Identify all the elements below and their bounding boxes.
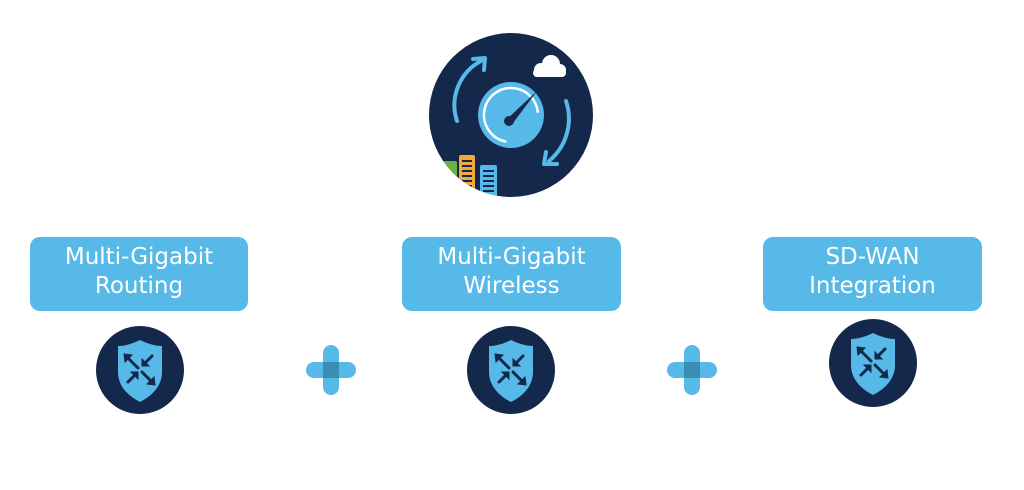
hero-speedometer-icon	[429, 33, 593, 197]
feature-label-line1: SD-WAN	[825, 244, 920, 270]
feature-label-line1: Multi-Gigabit	[64, 244, 214, 270]
plus-icon	[306, 345, 356, 395]
feature-label-line2: Wireless	[463, 273, 560, 299]
shield-arrows-icon	[829, 319, 917, 407]
feature-label-line2: Integration	[809, 273, 936, 299]
feature-label-line2: Routing	[94, 273, 184, 299]
feature-label-routing: Multi-Gigabit Routing	[30, 237, 248, 311]
feature-label-wireless: Multi-Gigabit Wireless	[402, 237, 621, 311]
plus-icon	[667, 345, 717, 395]
feature-label-sdwan: SD-WAN Integration	[763, 237, 982, 311]
shield-arrows-icon	[467, 326, 555, 414]
feature-label-line1: Multi-Gigabit	[437, 244, 586, 270]
shield-arrows-icon	[96, 326, 184, 414]
